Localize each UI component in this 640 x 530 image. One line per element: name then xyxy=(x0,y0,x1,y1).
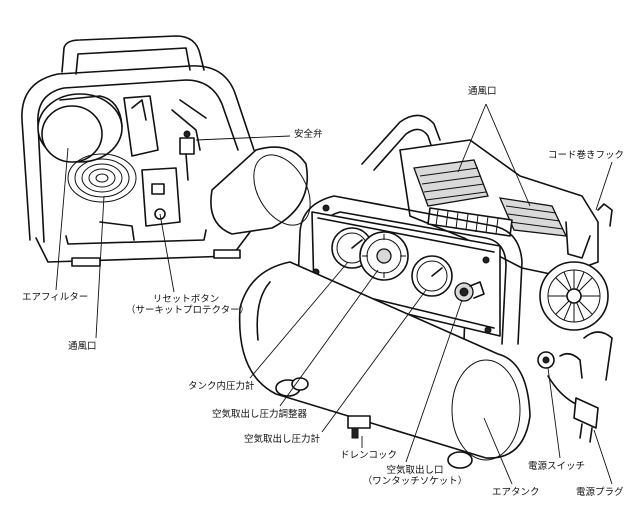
label-air-outlet-line1: 空気取出し口 xyxy=(386,465,444,476)
label-reset-button: リセットボタン （サーキットプロテクター） xyxy=(126,294,250,316)
label-air-tank: エアタンク xyxy=(492,487,540,498)
label-vent-top: 通風口 xyxy=(468,86,497,97)
label-power-switch: 電源スイッチ xyxy=(528,461,586,472)
label-air-filter: エアフィルター xyxy=(22,292,89,303)
label-reset-button-line2: （サーキットプロテクター） xyxy=(126,305,250,316)
label-power-plug: 電源プラグ xyxy=(576,487,624,498)
label-tank-pressure-gauge: タンク内圧力計 xyxy=(188,381,255,392)
label-outlet-pressure-gauge: 空気取出し圧力計 xyxy=(244,434,321,445)
leader-lines xyxy=(55,103,613,485)
label-reset-button-line1: リセットボタン xyxy=(152,294,220,305)
rear-view-compressor xyxy=(21,35,311,267)
label-safety-valve: 安全弁 xyxy=(294,129,323,140)
label-vent-left: 通風口 xyxy=(68,341,97,352)
label-air-outlet-line2: （ワンタッチソケット） xyxy=(362,476,468,487)
front-view-compressor xyxy=(238,114,613,469)
label-drain-cock: ドレンコック xyxy=(340,450,398,461)
label-cord-hook: コード巻きフック xyxy=(548,150,625,161)
label-outlet-regulator: 空気取出し圧力調整器 xyxy=(212,409,308,420)
label-air-outlet: 空気取出し口 （ワンタッチソケット） xyxy=(360,465,470,487)
